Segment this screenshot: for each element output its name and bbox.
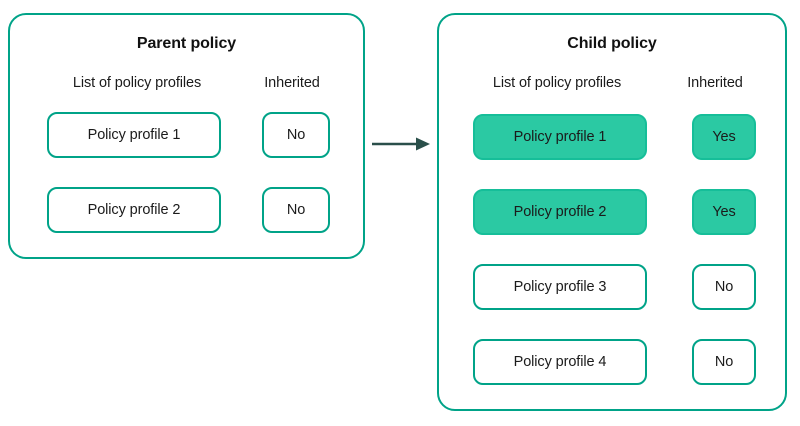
policy-profile-chip[interactable]: Policy profile 2 [47, 187, 221, 233]
policy-profile-chip[interactable]: Policy profile 1 [473, 114, 647, 160]
inherited-status-chip[interactable]: No [262, 187, 330, 233]
policy-row: Policy profile 2 Yes [439, 189, 785, 235]
child-policy-title: Child policy [567, 35, 657, 52]
parent-column-header-profiles: List of policy profiles [72, 75, 202, 91]
parent-policy-title: Parent policy [136, 35, 237, 52]
policy-profile-chip[interactable]: Policy profile 1 [47, 112, 221, 158]
child-column-header-profiles: List of policy profiles [492, 75, 622, 91]
policy-row: Policy profile 4 No [439, 339, 785, 385]
child-column-headers: List of policy profiles Inherited [439, 75, 785, 97]
inherited-status-chip[interactable]: Yes [692, 189, 756, 235]
parent-column-headers: List of policy profiles Inherited [10, 75, 363, 97]
policy-profile-chip[interactable]: Policy profile 3 [473, 264, 647, 310]
child-column-header-inherited: Inherited [687, 75, 743, 91]
inherited-status-chip[interactable]: No [692, 339, 756, 385]
parent-policy-panel: Parent policy List of policy profiles In… [8, 13, 365, 259]
policy-profile-chip[interactable]: Policy profile 4 [473, 339, 647, 385]
policy-profile-chip[interactable]: Policy profile 2 [473, 189, 647, 235]
policy-row: Policy profile 1 No [10, 112, 363, 158]
inheritance-arrow-icon [372, 137, 430, 151]
inherited-status-chip[interactable]: Yes [692, 114, 756, 160]
policy-row: Policy profile 1 Yes [439, 114, 785, 160]
child-policy-panel: Child policy List of policy profiles Inh… [437, 13, 787, 411]
inherited-status-chip[interactable]: No [262, 112, 330, 158]
policy-row: Policy profile 3 No [439, 264, 785, 310]
policy-row: Policy profile 2 No [10, 187, 363, 233]
inherited-status-chip[interactable]: No [692, 264, 756, 310]
parent-column-header-inherited: Inherited [264, 75, 320, 91]
